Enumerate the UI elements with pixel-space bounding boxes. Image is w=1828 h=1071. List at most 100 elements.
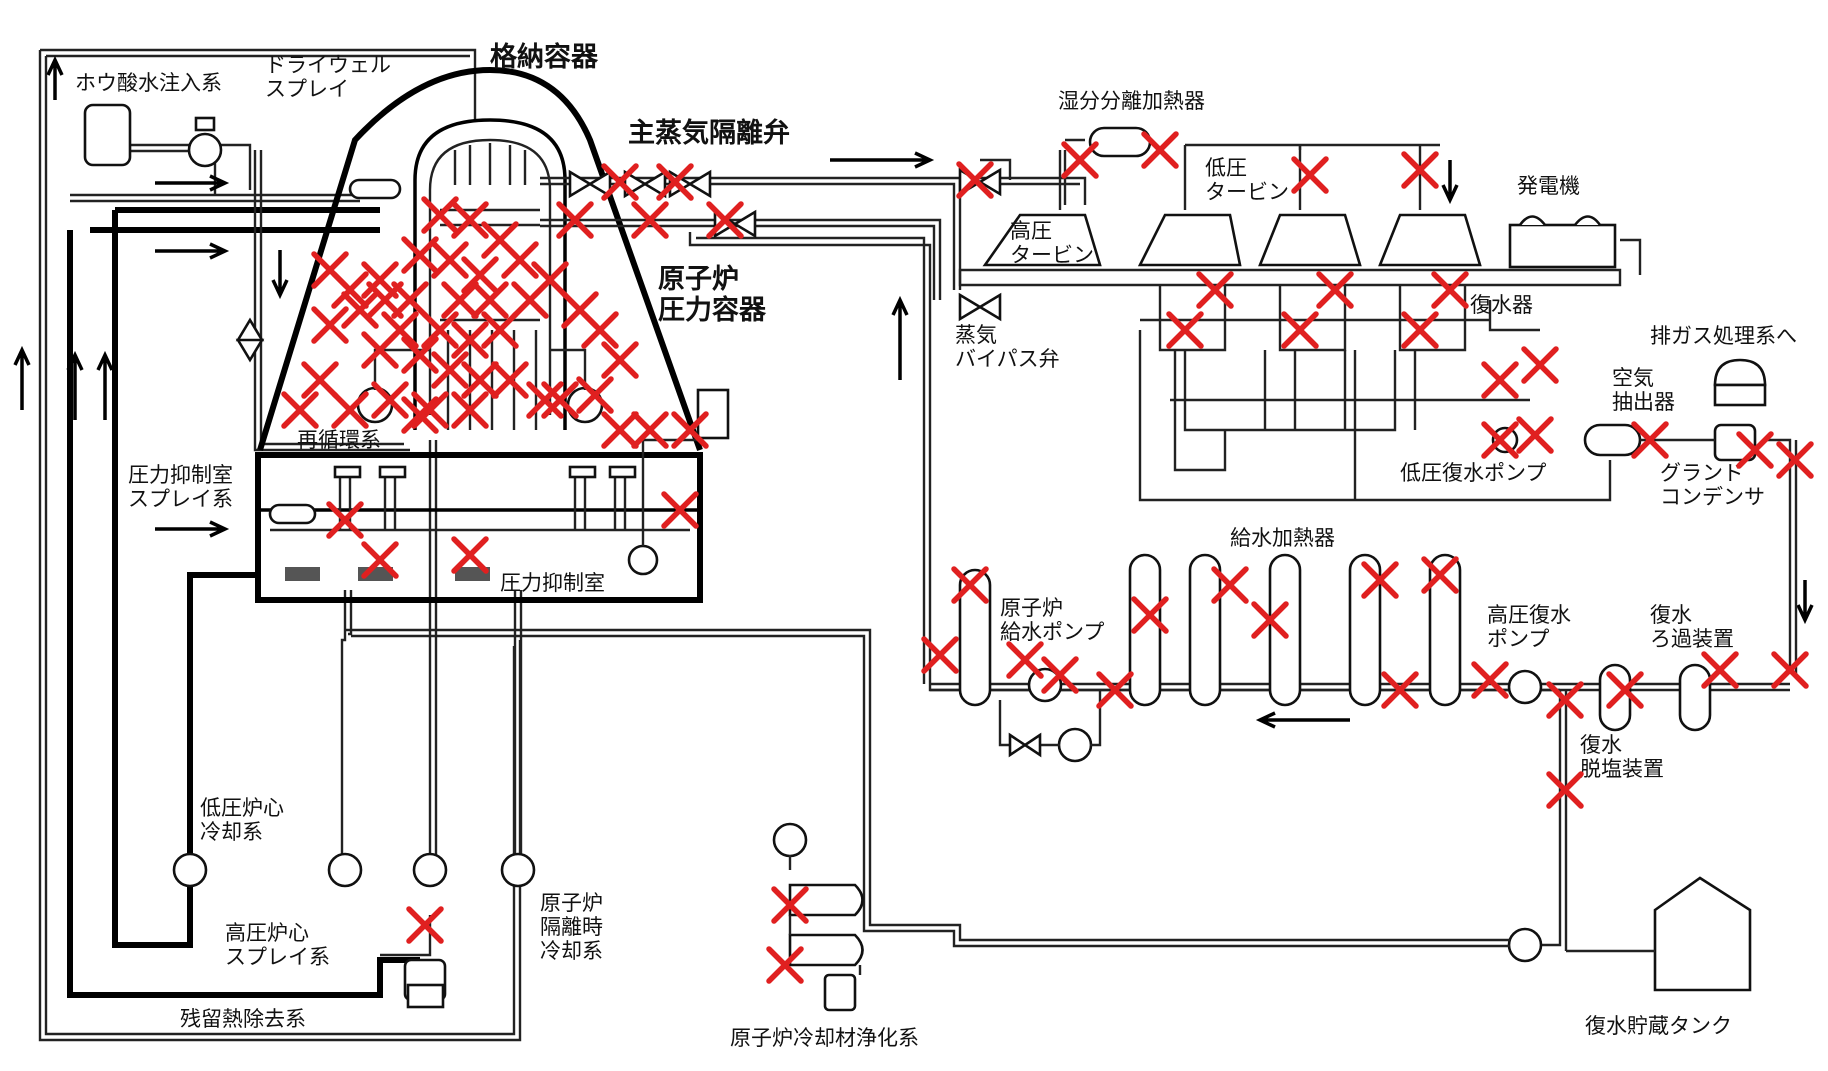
damage-mark-icon — [956, 161, 994, 199]
label-drywell-spray: ドライウェルスプレイ — [265, 53, 391, 101]
damage-mark-icon — [1471, 661, 1509, 699]
vent-icon — [455, 567, 490, 581]
damage-mark-icon — [1481, 361, 1519, 399]
pump-icon — [187, 116, 223, 168]
label-lp-cond-pump: 低圧復水ポンプ — [1400, 461, 1546, 485]
damage-mark-icon — [1041, 656, 1079, 694]
damage-mark-icon — [526, 381, 564, 419]
damage-mark-icon — [1281, 311, 1319, 349]
damage-mark-icon — [1631, 421, 1669, 459]
damage-mark-icon — [661, 491, 699, 529]
damage-mark-icon — [421, 196, 459, 234]
damage-mark-icon — [431, 351, 469, 389]
damage-mark-icon — [1546, 681, 1584, 719]
damage-mark-icon — [1776, 441, 1814, 479]
label-cond-filter: 復水ろ過装置 — [1650, 603, 1734, 651]
diagram-labels: 格納容器 ドライウェルスプレイ ホウ酸水注入系 主蒸気隔離弁 湿分分離加熱器 低… — [75, 41, 1797, 1050]
label-demineralizer: 復水脱塩装置 — [1580, 733, 1664, 781]
label-recirc: 再循環系 — [297, 428, 381, 452]
damage-mark-icon — [331, 271, 369, 309]
damage-mark-icon — [501, 241, 539, 279]
damage-mark-icon — [341, 291, 379, 329]
label-boric-acid: ホウ酸水注入系 — [75, 71, 222, 95]
pump-icon — [1027, 667, 1063, 703]
boric-acid-tank — [83, 103, 132, 167]
damage-mark-icon — [1401, 311, 1439, 349]
dw-spray-header — [348, 178, 402, 200]
damage-mark-icon — [766, 946, 804, 984]
pump-icon — [172, 852, 208, 888]
damage-mark-icon — [441, 281, 479, 319]
damage-mark-icon — [1131, 596, 1169, 634]
label-condenser: 復水器 — [1470, 293, 1533, 317]
damage-mark-icon — [1546, 771, 1584, 809]
damage-mark-icon — [1196, 271, 1234, 309]
label-hp-turbine: 高圧タービン — [1010, 219, 1094, 267]
pump-icon — [772, 822, 808, 858]
damage-mark-icon — [706, 201, 744, 239]
damage-marks — [281, 131, 1814, 984]
damage-mark-icon — [461, 256, 499, 294]
label-generator: 発電機 — [1517, 174, 1580, 198]
damage-mark-icon — [581, 311, 619, 349]
damage-mark-icon — [531, 261, 569, 299]
gland-condenser — [1713, 358, 1767, 387]
sc-spray-header — [268, 503, 317, 525]
damage-mark-icon — [451, 536, 489, 574]
label-suppression: 圧力抑制室 — [500, 571, 605, 595]
damage-mark-icon — [671, 411, 709, 449]
damage-mark-icon — [1481, 421, 1519, 459]
label-air-ejector: 空気抽出器 — [1612, 366, 1675, 414]
damage-mark-icon — [601, 341, 639, 379]
damage-mark-icon — [601, 163, 639, 201]
damage-mark-icon — [576, 376, 614, 414]
pump-icon — [412, 852, 448, 888]
generator-body — [1508, 223, 1617, 269]
filter-vessel — [1678, 663, 1712, 732]
damage-mark-icon — [1401, 151, 1439, 189]
damage-mark-icon — [471, 281, 509, 319]
damage-mark-icon — [491, 361, 529, 399]
label-fw-pump: 原子炉給水ポンプ — [1000, 596, 1104, 644]
pump-icon — [1507, 669, 1543, 705]
damage-mark-icon — [421, 311, 459, 349]
damage-mark-icon — [411, 391, 449, 429]
damage-mark-icon — [1006, 641, 1044, 679]
cleanup-system — [772, 822, 864, 1012]
damage-mark-icon — [1211, 566, 1249, 604]
label-cleanup: 原子炉冷却材浄化系 — [730, 1026, 919, 1050]
damage-mark-icon — [556, 201, 594, 239]
damage-mark-icon — [451, 391, 489, 429]
damage-mark-icon — [451, 201, 489, 239]
damage-mark-icon — [331, 391, 369, 429]
label-rhr: 残留熱除去系 — [180, 1007, 306, 1031]
damage-mark-icon — [361, 331, 399, 369]
label-hp-cond-pump: 高圧復水ポンプ — [1487, 603, 1571, 651]
damage-mark-icon — [1736, 431, 1774, 469]
damage-mark-icon — [401, 396, 439, 434]
damage-mark-icon — [366, 281, 404, 319]
label-cst: 復水貯蔵タンク — [1585, 1014, 1732, 1038]
valve-icon — [235, 317, 265, 363]
flow-arrow-icon — [13, 55, 1814, 729]
label-containment: 格納容器 — [490, 41, 599, 73]
damage-mark-icon — [371, 381, 409, 419]
damage-mark-icon — [431, 241, 469, 279]
label-sc-spray: 圧力抑制室スプレイ系 — [128, 463, 233, 511]
damage-mark-icon — [1521, 346, 1559, 384]
damage-mark-icon — [461, 361, 499, 399]
damage-mark-icon — [951, 566, 989, 604]
label-hpcs: 高圧炉心スプレイ系 — [225, 921, 330, 969]
damage-mark-icon — [771, 886, 809, 924]
pump-icon — [1507, 927, 1543, 963]
damage-mark-icon — [1771, 651, 1809, 689]
label-gland-condenser: グランドコンデンサ — [1660, 461, 1765, 509]
damage-mark-icon — [1381, 671, 1419, 709]
damage-mark-icon — [301, 361, 339, 399]
damage-mark-icon — [1061, 141, 1099, 179]
damage-mark-icon — [481, 311, 519, 349]
label-moisture-separator: 湿分分離加熱器 — [1058, 89, 1205, 113]
air-ejector-section — [1491, 358, 1798, 676]
damage-mark-icon — [326, 501, 364, 539]
